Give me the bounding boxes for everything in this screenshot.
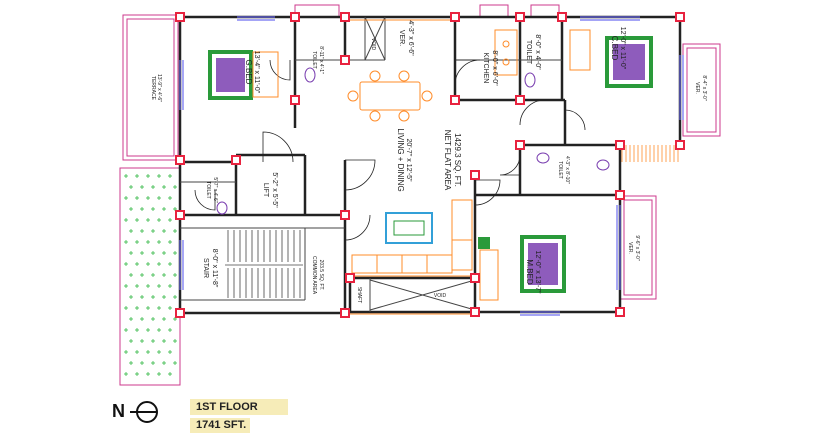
- column: [175, 308, 185, 318]
- toilet-3-label: TOILET: [205, 181, 211, 198]
- orange-railing: [350, 19, 475, 315]
- kitchen-label: KITCHEN: [482, 53, 489, 84]
- kitchen-counter: [494, 29, 518, 76]
- column: [470, 273, 480, 283]
- column: [175, 12, 185, 22]
- verandah-3-size: 9'-6" x 3'-0": [634, 235, 640, 260]
- verandah-1-label: VER.: [398, 30, 405, 46]
- toilet-2-label: TOILET: [525, 40, 532, 65]
- inner-walls: [180, 16, 562, 312]
- toilet-1-size: 8'-11" x 4'-1": [318, 46, 324, 74]
- void-2-label: VOID: [434, 293, 447, 299]
- column: [515, 12, 525, 22]
- c-bed-label: C.BED: [610, 36, 619, 61]
- living-dining-size: 20'-7" x 12'-5": [405, 138, 412, 182]
- living-rug: [385, 212, 433, 244]
- column: [290, 12, 300, 22]
- column: [615, 307, 625, 317]
- c-bed-furniture: [569, 29, 653, 88]
- m-bed-label: M.BED: [525, 259, 534, 285]
- column: [450, 12, 460, 22]
- column: [340, 308, 350, 318]
- toilet-3-size: 5'-7" x 4'-6": [212, 177, 218, 202]
- toilet-2-size: 8'-0" x 4'-0": [534, 34, 541, 70]
- column: [675, 12, 685, 22]
- dining-table-set: [347, 70, 433, 122]
- verandah-3-label: VER.: [627, 242, 633, 254]
- g-bed-label: G.BED: [244, 60, 253, 85]
- lift-label: LIFT: [262, 183, 269, 198]
- windows: [179, 16, 684, 316]
- column: [345, 273, 355, 283]
- doors: [194, 59, 586, 241]
- common-area-size: 203.5 SQ. FT.: [318, 260, 324, 291]
- living-dining-label: LIVING + DINING: [396, 128, 405, 191]
- toilet-4-size: 4'-3" x 8'-10": [564, 156, 570, 184]
- living-sofa: [351, 199, 473, 274]
- void-1-label: VOID: [370, 38, 376, 51]
- room-labels: TERRACE 13'-9" x 4'-6" G.BED 13'-4" x 11…: [150, 20, 707, 303]
- kitchen-size: 8'-0" x 6'-0": [491, 50, 498, 86]
- m-bed-furniture: [478, 235, 566, 301]
- verandah-2-size: 8'-4" x 3'-0": [701, 75, 707, 100]
- common-area-label: COMMON AREA: [311, 256, 317, 295]
- column: [450, 95, 460, 105]
- column: [340, 210, 350, 220]
- plan-title: 1ST FLOOR PLAN: [190, 399, 288, 429]
- column: [175, 210, 185, 220]
- toilet-fixtures: [216, 67, 610, 215]
- c-bed-size: 12'-0" x 11'-0": [619, 27, 626, 70]
- c-bed-steps: [621, 145, 679, 162]
- column: [470, 307, 480, 317]
- column: [675, 140, 685, 150]
- verandah-1-size: 4'-3" x 6'-6": [407, 20, 414, 56]
- north-arrow-icon: [130, 401, 158, 423]
- terrace-label: TERRACE: [150, 76, 156, 101]
- plan-area: 1741 SFT.: [190, 418, 250, 433]
- terrace-size: 13'-9" x 4'-6": [156, 74, 162, 102]
- m-bed-size: 12'-0" x 13'-7": [534, 250, 541, 294]
- landscape-area: [119, 167, 181, 386]
- column: [340, 12, 350, 22]
- toilet-4-label: TOILET: [557, 161, 563, 178]
- shaft-label: SHAFT: [356, 287, 362, 303]
- column: [515, 140, 525, 150]
- net-flat-area-label: NET FLAT AREA: [443, 130, 452, 191]
- toilet-1-label: TOILET: [311, 51, 317, 68]
- north-label: N: [112, 401, 125, 421]
- column: [515, 95, 525, 105]
- column: [290, 95, 300, 105]
- column: [557, 12, 567, 22]
- stair-size: 8'-0" x 11'-8": [211, 249, 218, 288]
- g-bed-size: 13'-4" x 11'-0": [253, 51, 260, 94]
- stair-treads: [225, 230, 303, 298]
- column: [175, 155, 185, 165]
- column: [340, 55, 350, 65]
- lift-size: 5'-2" x 5'-5": [271, 172, 278, 208]
- column: [615, 190, 625, 200]
- column: [470, 170, 480, 180]
- g-bed-furniture: [208, 50, 279, 100]
- columns: [175, 12, 685, 318]
- stair-label: STAIR: [202, 258, 209, 278]
- column: [231, 155, 241, 165]
- terrace-balcony: [122, 14, 179, 161]
- column: [615, 140, 625, 150]
- net-flat-area-value: 1429.3 SQ. FT.: [453, 133, 462, 187]
- verandah-2-label: VER.: [694, 82, 700, 94]
